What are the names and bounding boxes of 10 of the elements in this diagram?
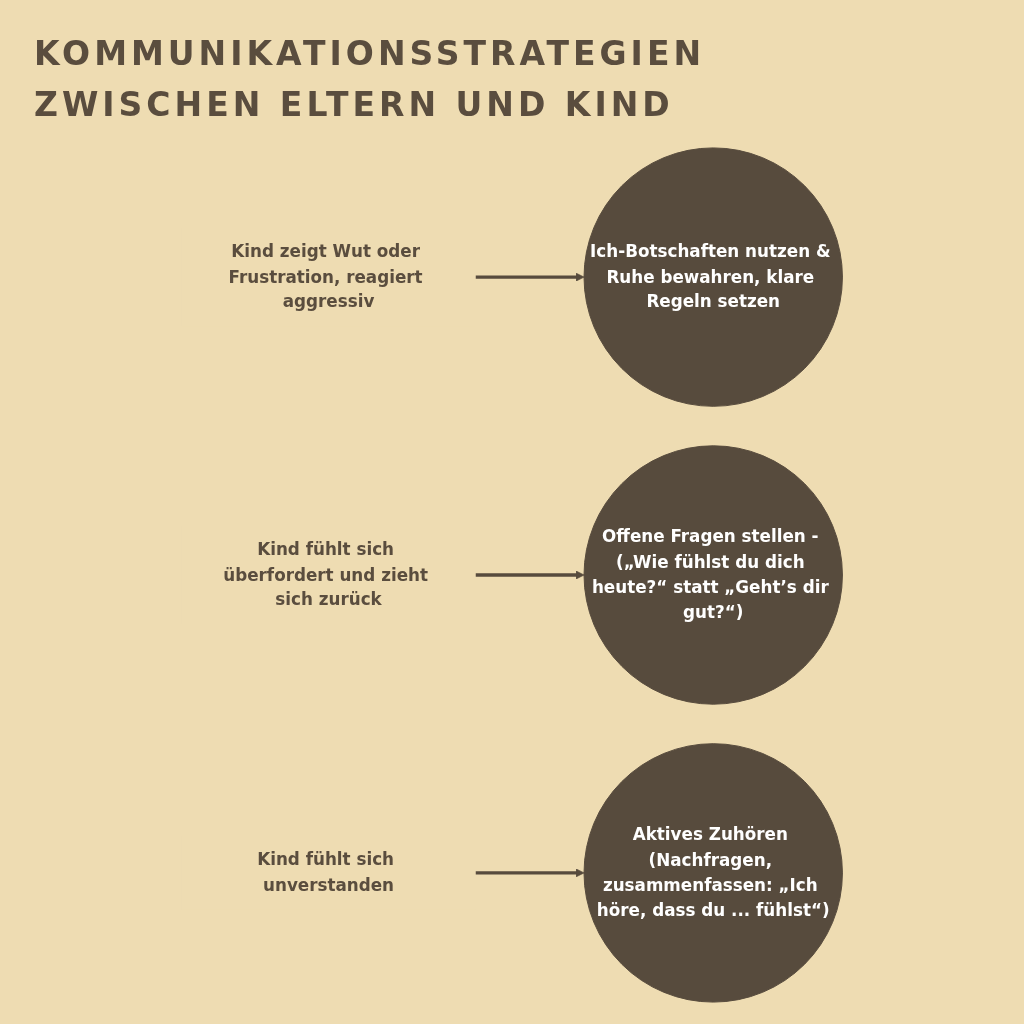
arrow bbox=[475, 272, 585, 282]
node-text: Kind fühlt sich überfordert und zieht sich zurück bbox=[223, 539, 428, 610]
node-circle: Ich-Botschaften nutzen & Ruhe bewahren, klare Regeln setzen bbox=[583, 147, 843, 407]
node-text: Kind zeigt Wut oder Frustration, reagiert aggressiv bbox=[228, 241, 423, 312]
node-circle: Offene Fragen stellen - („Wie fühlst du dich heute?“ statt „Geht’s dir gut?“) bbox=[583, 445, 843, 705]
title: KOMMUNIKATIONSSTRATEGIEN ZWISCHEN ELTERN UND KIND bbox=[34, 33, 707, 127]
node-circle: Aktives Zuhören (Nachfragen, zusammenfassen: „Ich höre, dass du ... fühlst“) bbox=[583, 743, 843, 1003]
node-text: Kind fühlt sich unverstanden bbox=[257, 849, 395, 895]
arrow bbox=[475, 570, 585, 580]
arrow bbox=[475, 868, 585, 878]
